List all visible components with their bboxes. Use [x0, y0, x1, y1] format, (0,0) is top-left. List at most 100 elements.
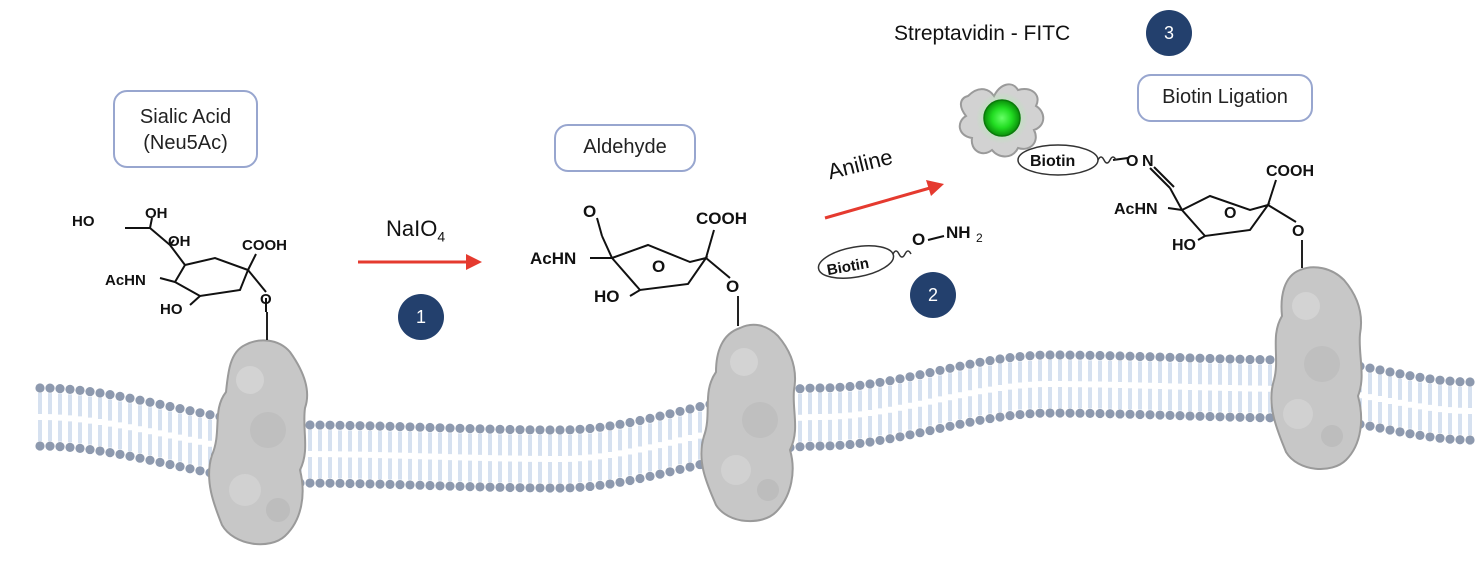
membrane-protein-2	[700, 323, 797, 523]
lipid-tail	[428, 459, 432, 481]
lipid-head	[35, 383, 45, 393]
lipid-tail	[308, 457, 312, 479]
lipid-head	[605, 479, 615, 489]
lipid-head	[935, 423, 945, 434]
lipid-head	[525, 483, 535, 493]
lipid-head	[1205, 353, 1215, 364]
lipid-tail	[368, 457, 372, 479]
lipid-tail	[638, 425, 642, 447]
lipid-tail	[1468, 387, 1472, 408]
lipid-head	[1445, 434, 1455, 444]
lipid-tail	[58, 393, 62, 415]
naio4-subscript: 4	[437, 228, 446, 245]
lipid-head	[945, 363, 955, 373]
lipid-head	[435, 423, 445, 433]
lipid-tail	[88, 423, 92, 445]
lipid-head	[385, 479, 395, 489]
lipid-tail	[1068, 387, 1072, 409]
membrane-protein-3	[1270, 266, 1363, 471]
lipid-head	[1135, 409, 1145, 420]
lipid-tail	[208, 419, 212, 441]
lipid-head	[915, 370, 925, 380]
lipid-head	[1055, 350, 1065, 360]
lipid-head	[45, 441, 55, 451]
lipid-head	[965, 417, 975, 427]
lipid-tail	[388, 458, 392, 480]
lipid-head	[115, 391, 125, 401]
lipid-tail	[548, 434, 552, 456]
lipid-head	[1155, 410, 1165, 420]
lipid-tail	[838, 392, 842, 414]
lipid-head	[105, 448, 115, 458]
lipid-head	[1385, 367, 1395, 377]
lipid-tail	[1088, 387, 1092, 409]
lipid-head	[145, 397, 155, 407]
lipid-tail	[868, 415, 872, 437]
lipid-tail	[548, 461, 552, 483]
lipid-tail	[1058, 360, 1062, 382]
lipid-head	[55, 384, 65, 394]
lipid-tail	[118, 428, 122, 450]
lipid-head	[645, 471, 655, 481]
lipid-head	[1115, 351, 1125, 361]
lipid-tail	[1428, 410, 1432, 432]
lipid-tail	[128, 403, 132, 425]
lipid-head	[855, 380, 865, 390]
sialic-acid-label-line2: (Neu5Ac)	[143, 132, 228, 154]
lipid-head	[815, 383, 825, 393]
lipid-tail	[498, 434, 502, 456]
chem-label-cooh-1: COOH	[242, 237, 287, 254]
lipid-tail	[458, 433, 462, 455]
lipid-tail	[898, 410, 902, 432]
lipid-head	[845, 381, 855, 392]
lipid-tail	[818, 393, 822, 414]
chem-label-o-1: O	[260, 291, 272, 308]
lipid-tail	[698, 411, 702, 433]
lipid-tail	[528, 461, 532, 483]
lipid-head	[575, 482, 585, 492]
lipid-head	[1025, 409, 1035, 419]
lipid-tail	[1058, 387, 1062, 409]
lipid-head	[635, 473, 645, 484]
lipid-tail	[428, 432, 432, 454]
chem-label-ho-4: HO	[1172, 237, 1196, 254]
lipid-tail	[1448, 413, 1452, 435]
lipid-head	[995, 412, 1005, 422]
lipid-tail	[1188, 362, 1192, 384]
lipid-head	[465, 482, 475, 492]
lipid-head	[545, 483, 555, 493]
lipid-tail	[488, 461, 492, 483]
lipid-head	[425, 422, 435, 433]
lipid-head	[35, 441, 45, 451]
lipid-head	[435, 481, 445, 491]
lipid-tail	[1128, 361, 1132, 383]
lipid-head	[335, 478, 345, 488]
lipid-tail	[188, 415, 192, 437]
lipid-tail	[438, 459, 442, 481]
chem-label-o-6: O	[1126, 153, 1138, 170]
lipid-tail	[58, 420, 62, 442]
lipid-tail	[988, 365, 992, 387]
lipid-head	[585, 481, 595, 492]
lipid-tail	[1218, 390, 1222, 412]
lipid-tail	[168, 438, 172, 460]
lipid-tail	[108, 399, 112, 421]
naio4-main: NaIO	[386, 216, 438, 241]
lipid-head	[155, 457, 165, 467]
lipid-tail	[998, 391, 1002, 413]
lipid-tail	[1028, 387, 1032, 409]
membrane-protein-1	[208, 339, 309, 546]
lipid-tail	[978, 394, 982, 416]
lipid-head	[485, 424, 495, 434]
lipid-head	[445, 481, 455, 491]
lipid-tail	[938, 402, 942, 424]
lipid-tail	[858, 390, 862, 412]
lipid-head	[145, 455, 155, 465]
lipid-tail	[1228, 364, 1232, 386]
lipid-tail	[408, 431, 412, 453]
lipid-head	[625, 417, 635, 428]
lipid-tail	[78, 395, 82, 417]
lipid-tail	[888, 412, 892, 434]
lipid-tail	[1018, 361, 1022, 383]
chem-label-cooh-2: COOH	[696, 209, 747, 228]
